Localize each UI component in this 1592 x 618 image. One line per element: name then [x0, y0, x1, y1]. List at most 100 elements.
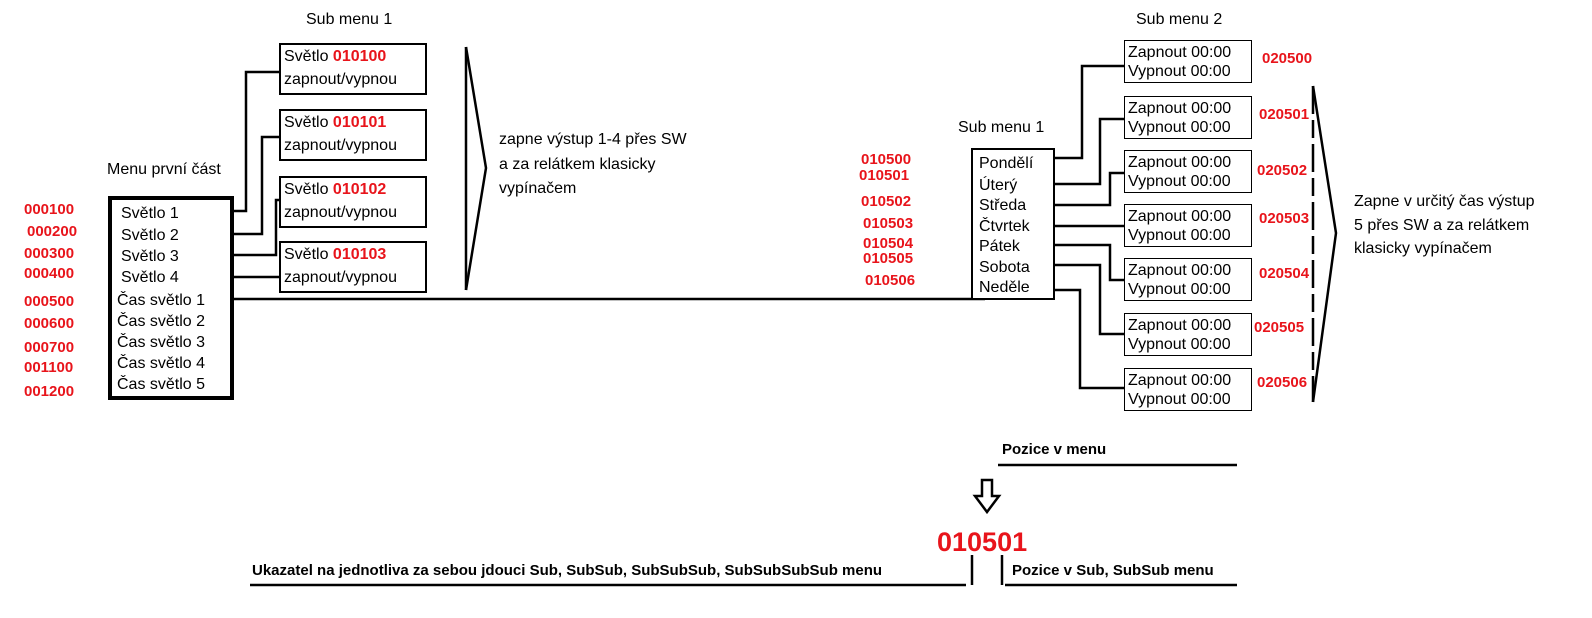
sub-item-label: Světlo: [284, 48, 329, 65]
sub-menu-1-box: Světlo 010103 zapnout/vypnou: [279, 241, 427, 293]
code-label: 010506: [865, 272, 916, 289]
connector-sobota: [1055, 263, 1126, 336]
code-label: 000300: [24, 245, 75, 262]
code-label: 010502: [861, 193, 912, 210]
sub-item-code: 010101: [332, 114, 387, 131]
connector-pondeli: [1055, 64, 1126, 160]
day-item: Čtvrtek: [979, 218, 1030, 235]
sub-item-code: 010102: [332, 181, 387, 198]
menu-item: Čas světlo 4: [117, 355, 206, 372]
on-time: Zapnout 00:00: [1128, 262, 1232, 279]
sub-menu-1-box: Světlo 010100 zapnout/vypnou: [279, 43, 427, 95]
code-label: 000500: [24, 293, 75, 310]
note-line: Zapne v určitý čas výstup: [1354, 193, 1535, 210]
sub-menu-2-box: Zapnout 00:00 Vypnout 00:00: [1124, 368, 1252, 411]
legend-position-in-sub: Pozice v Sub, SubSub menu: [1012, 562, 1214, 579]
code-label: 000600: [24, 315, 75, 332]
code-label: 010504: [863, 235, 914, 252]
code-label: 020506: [1257, 374, 1308, 391]
off-time: Vypnout 00:00: [1128, 391, 1231, 408]
sub-menu-2-box: Zapnout 00:00 Vypnout 00:00: [1124, 204, 1252, 247]
code-label: 000400: [24, 265, 75, 282]
header-sub-menu-1-right: Sub menu 1: [958, 119, 1045, 136]
sub-item-action: zapnout/vypnou: [284, 204, 397, 221]
sub-menu-2-box: Zapnout 00:00 Vypnout 00:00: [1124, 313, 1252, 356]
code-label: 000200: [27, 223, 78, 240]
off-time: Vypnout 00:00: [1128, 281, 1231, 298]
day-item: Středa: [979, 197, 1027, 214]
sub-menu-2-box: Zapnout 00:00 Vypnout 00:00: [1124, 96, 1252, 139]
on-time: Zapnout 00:00: [1128, 208, 1232, 225]
code-label: 020502: [1257, 162, 1308, 179]
code-label: 000100: [24, 201, 75, 218]
sub-item-action: zapnout/vypnou: [284, 71, 397, 88]
code-label: 010500: [861, 151, 912, 168]
code-label: 020505: [1254, 319, 1305, 336]
connector-nedele: [1055, 288, 1126, 390]
menu-item: Světlo 4: [121, 269, 179, 286]
code-label: 001100: [24, 359, 74, 376]
connector-patek: [1055, 243, 1126, 282]
bracket-arrow-left: [464, 46, 488, 291]
sub-menu-2-box: Zapnout 00:00 Vypnout 00:00: [1124, 258, 1252, 301]
on-time: Zapnout 00:00: [1128, 372, 1232, 389]
sub-item-action: zapnout/vypnou: [284, 269, 397, 286]
menu-item: Světlo 1: [121, 205, 179, 222]
menu-item: Čas světlo 5: [117, 376, 206, 393]
note-line: 5 přes SW a za relátkem: [1354, 217, 1530, 234]
legend-pointer-text: Ukazatel na jednotliva za sebou jdouci S…: [252, 562, 883, 579]
on-time: Zapnout 00:00: [1128, 100, 1232, 117]
on-time: Zapnout 00:00: [1128, 44, 1232, 61]
header-sub-menu-2: Sub menu 2: [1136, 11, 1223, 28]
menu-item: Čas světlo 2: [117, 313, 206, 330]
day-item: Neděle: [979, 279, 1030, 296]
note-line: zapne výstup 1-4 přes SW: [499, 131, 687, 148]
menu-item: Světlo 2: [121, 227, 179, 244]
menu-item: Čas světlo 3: [117, 334, 206, 351]
sub-menu-1-box: Světlo 010101 zapnout/vypnou: [279, 109, 427, 161]
on-time: Zapnout 00:00: [1128, 317, 1232, 334]
off-time: Vypnout 00:00: [1128, 173, 1231, 190]
header-sub-menu-1-left: Sub menu 1: [306, 11, 393, 28]
sub-item-label: Světlo: [284, 114, 329, 131]
code-label: 010503: [863, 215, 914, 232]
code-label: 001200: [24, 383, 75, 400]
note-line: a za relátkem klasicky: [499, 156, 656, 173]
code-label: 020500: [1262, 50, 1313, 67]
sub-item-code: 010103: [332, 246, 387, 263]
sub-item-action: zapnout/vypnou: [284, 137, 397, 154]
sub-item-label: Světlo: [284, 246, 329, 263]
menu-item: Světlo 3: [121, 248, 179, 265]
code-label: 000700: [24, 339, 75, 356]
menu-item: Čas světlo 1: [117, 292, 206, 309]
sub-item-code: 010100: [332, 48, 387, 65]
code-label: 010505: [863, 250, 914, 267]
off-time: Vypnout 00:00: [1128, 336, 1231, 353]
day-item: Úterý: [979, 177, 1018, 194]
on-time: Zapnout 00:00: [1128, 154, 1232, 171]
connector-utery: [1055, 117, 1126, 186]
code-label: 010501: [859, 167, 910, 184]
off-time: Vypnout 00:00: [1128, 63, 1231, 80]
sub-menu-1-box: Světlo 010102 zapnout/vypnou: [279, 176, 427, 228]
header-menu-first-part: Menu první část: [107, 161, 221, 178]
sub-menu-2-box: Zapnout 00:00 Vypnout 00:00: [1124, 150, 1252, 193]
code-label: 020503: [1259, 210, 1310, 227]
day-item: Pátek: [979, 238, 1020, 255]
down-arrow-icon: [972, 478, 1002, 515]
code-label: 020501: [1259, 106, 1310, 123]
bracket-arrow-right: [1311, 85, 1338, 403]
day-item: Sobota: [979, 259, 1030, 276]
main-menu-box: Světlo 1 Světlo 2 Světlo 3 Světlo 4 Čas …: [108, 196, 234, 400]
connector-streda: [1055, 171, 1126, 207]
note-line: klasicky vypínačem: [1354, 240, 1492, 257]
sub-menu-2-box: Zapnout 00:00 Vypnout 00:00: [1124, 40, 1252, 83]
connector-svetlo-1: [194, 70, 282, 213]
sub-item-label: Světlo: [284, 181, 329, 198]
legend-position-in-menu: Pozice v menu: [1002, 441, 1107, 458]
note-line: vypínačem: [499, 180, 577, 197]
days-box: Pondělí Úterý Středa Čtvrtek Pátek Sobot…: [971, 148, 1055, 300]
code-label: 020504: [1259, 265, 1310, 282]
off-time: Vypnout 00:00: [1128, 227, 1231, 244]
